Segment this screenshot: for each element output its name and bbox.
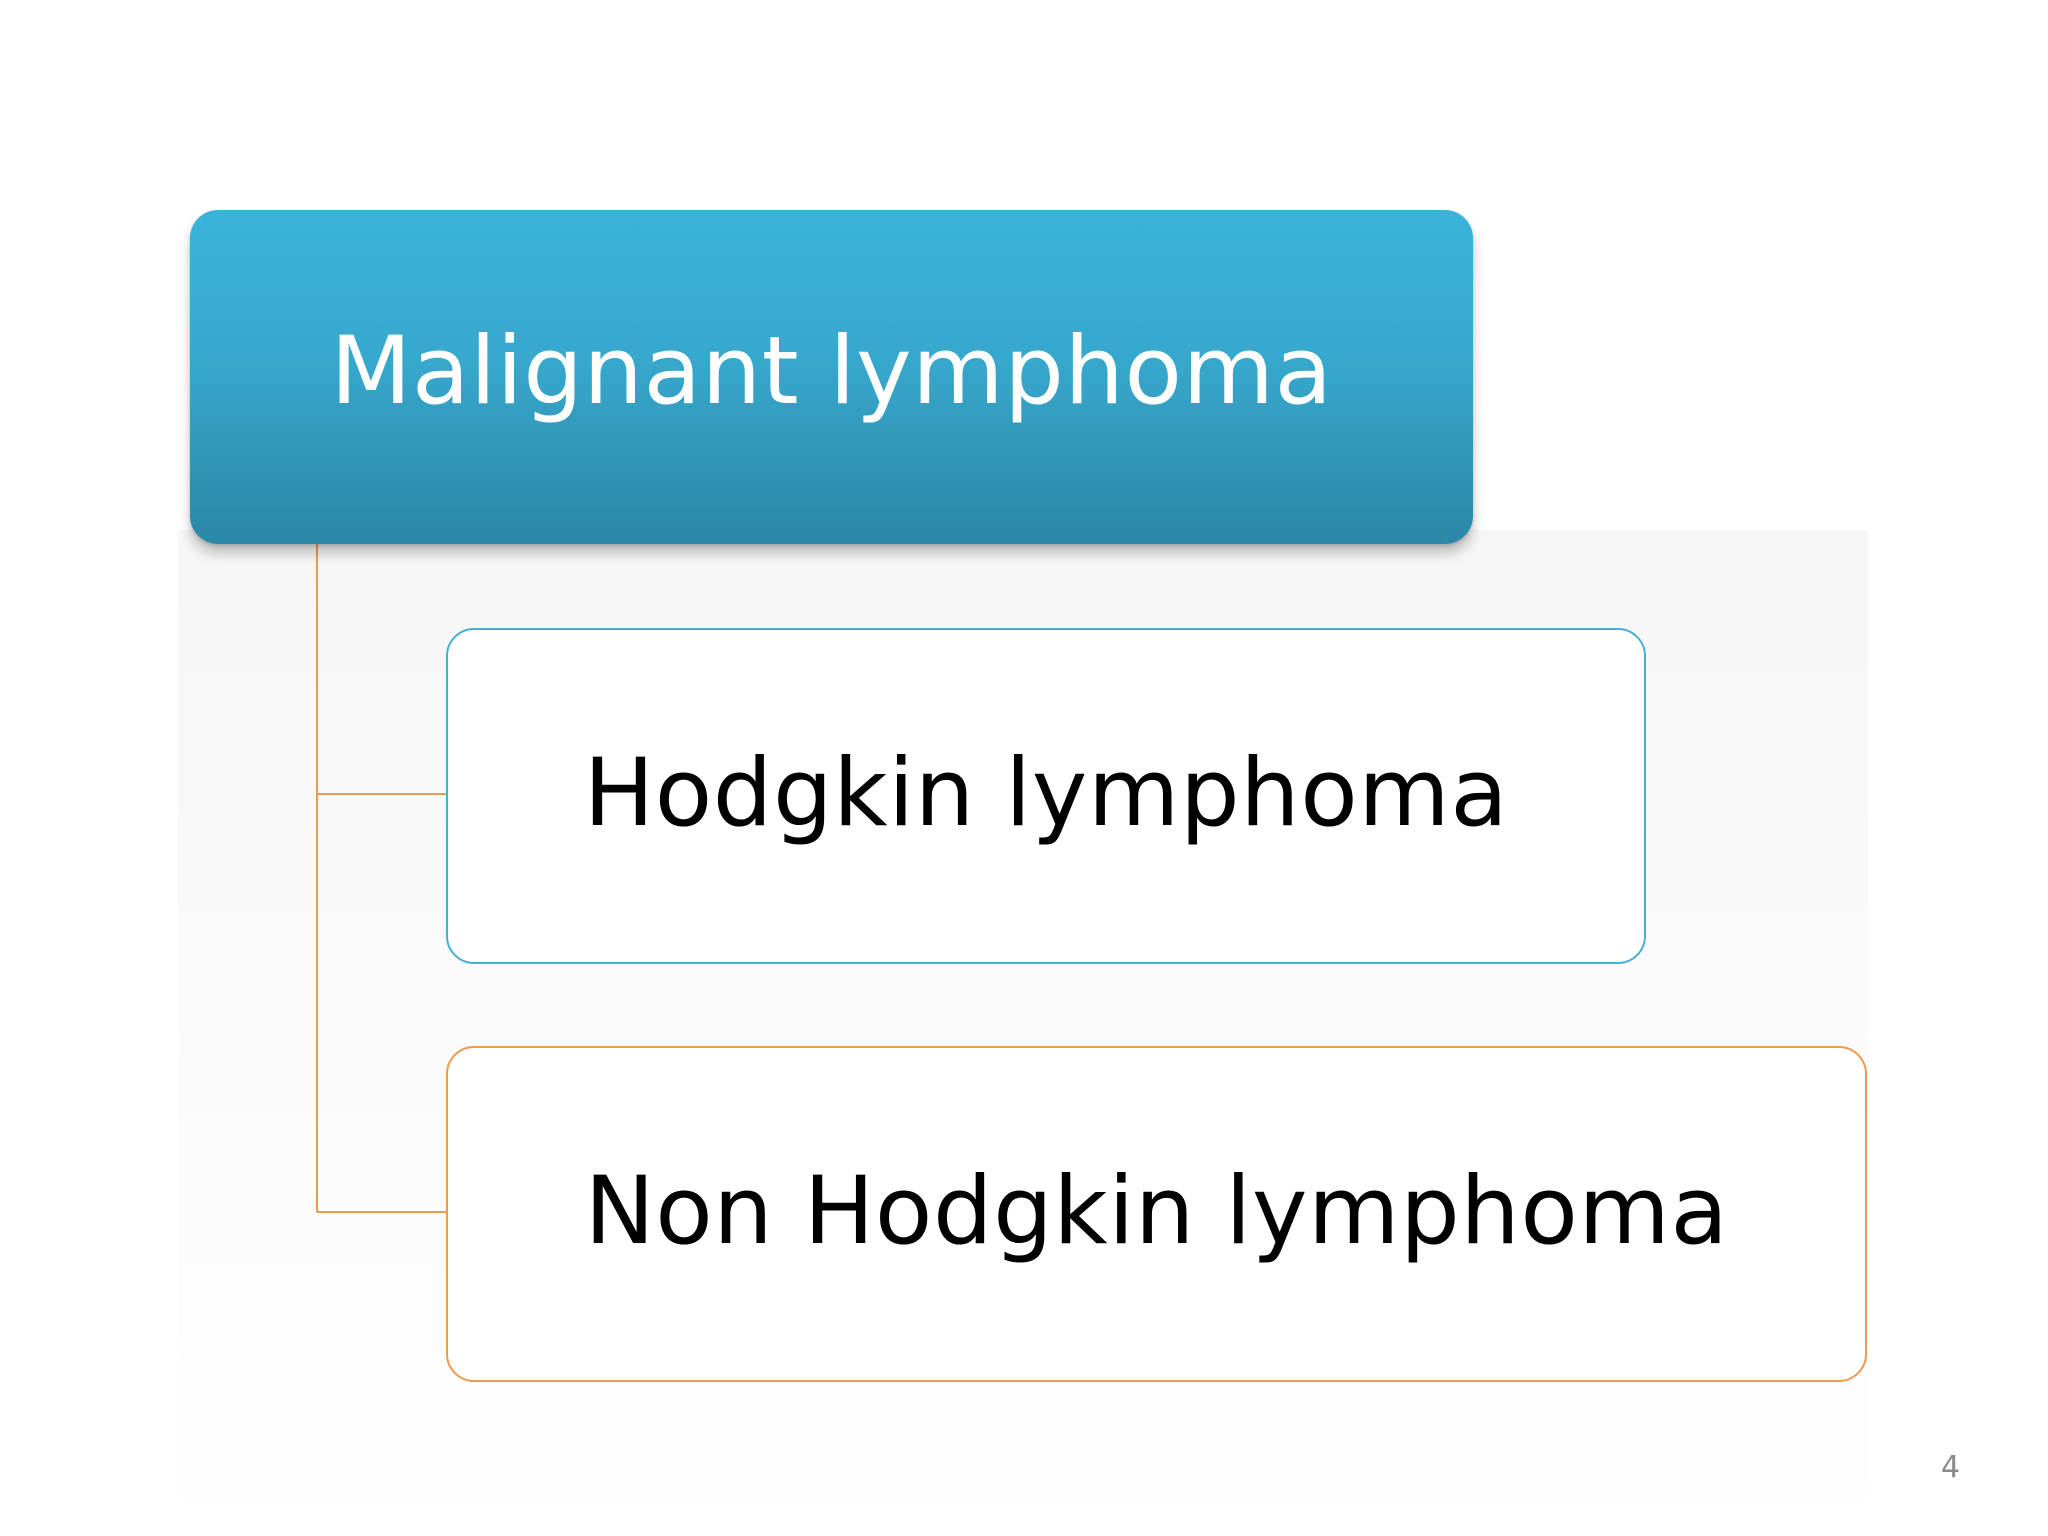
child-node-non-hodgkin-lymphoma: Non Hodgkin lymphoma: [446, 1046, 1867, 1382]
root-node-malignant-lymphoma: Malignant lymphoma: [190, 210, 1473, 544]
child-node-hodgkin-lymphoma: Hodgkin lymphoma: [446, 628, 1646, 964]
child-node-label: Hodgkin lymphoma: [583, 738, 1509, 848]
child-node-label: Non Hodgkin lymphoma: [584, 1156, 1729, 1266]
root-node-label: Malignant lymphoma: [330, 316, 1333, 426]
slide-page-number: 4: [1940, 1450, 1960, 1485]
